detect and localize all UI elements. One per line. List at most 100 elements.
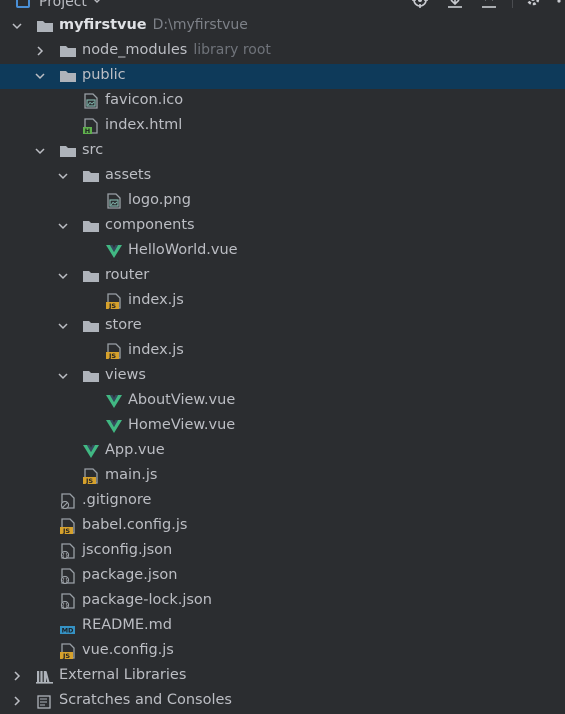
scratches-icon xyxy=(37,695,51,709)
svg-text:JS: JS xyxy=(108,352,116,359)
more-options-icon[interactable] xyxy=(553,0,565,12)
tree-node[interactable]: src xyxy=(0,139,565,164)
svg-text:JS: JS xyxy=(62,527,70,534)
tree-node-name: node_modules xyxy=(82,42,188,58)
tree-node[interactable]: assets xyxy=(0,164,565,189)
expand-all-icon[interactable] xyxy=(445,0,465,12)
chevron-down-icon[interactable] xyxy=(57,320,69,332)
tree-node[interactable]: components xyxy=(0,214,565,239)
chevron-down-icon[interactable] xyxy=(57,370,69,382)
tree-node-name: components xyxy=(105,217,195,233)
tree-node[interactable]: JS index.js xyxy=(0,339,565,364)
tree-node-name: README.md xyxy=(82,617,172,633)
tree-node-name: External Libraries xyxy=(59,667,187,683)
chevron-down-icon[interactable] xyxy=(11,20,23,32)
tree-node-name: .gitignore xyxy=(82,492,152,508)
tree-node-label: router xyxy=(105,267,149,283)
tree-node[interactable]: JS vue.config.js xyxy=(0,639,565,664)
tree-node[interactable]: AboutView.vue xyxy=(0,389,565,414)
svg-text:{}: {} xyxy=(62,603,69,609)
tree-node[interactable]: {}package.json xyxy=(0,564,565,589)
image-file-icon xyxy=(107,193,121,209)
tree-node-label: public xyxy=(82,67,126,83)
tree-node-label: babel.config.js xyxy=(82,517,187,533)
tree-node[interactable]: JS babel.config.js xyxy=(0,514,565,539)
js-file-icon: JS xyxy=(106,293,121,309)
tree-node-label: vue.config.js xyxy=(82,642,174,658)
tree-node-label: README.md xyxy=(82,617,172,633)
svg-text:JS: JS xyxy=(108,302,116,309)
tree-node[interactable]: myfirstvue D:\myfirstvue xyxy=(0,14,565,39)
js-file-icon: JS xyxy=(83,468,98,484)
gitignore-file-icon xyxy=(60,493,75,509)
tree-node[interactable]: App.vue xyxy=(0,439,565,464)
project-tool-window-header: Project xyxy=(0,0,565,16)
tree-node-name: Scratches and Consoles xyxy=(59,692,232,708)
tree-node-name: main.js xyxy=(105,467,158,483)
chevron-right-icon[interactable] xyxy=(11,695,23,707)
tree-node-label: logo.png xyxy=(128,192,191,208)
tree-node-label: index.js xyxy=(128,342,184,358)
tree-node[interactable]: views xyxy=(0,364,565,389)
chevron-down-icon[interactable] xyxy=(57,170,69,182)
tree-node-label: Scratches and Consoles xyxy=(59,692,232,708)
js-file-icon: JS xyxy=(106,343,121,359)
js-file-icon: JS xyxy=(60,643,75,659)
gear-icon[interactable] xyxy=(523,0,543,12)
tree-node-label: HomeView.vue xyxy=(128,417,235,433)
tree-node-hint: library root xyxy=(193,42,271,58)
tree-node[interactable]: HelloWorld.vue xyxy=(0,239,565,264)
vue-file-icon xyxy=(83,445,99,458)
tree-node-name: AboutView.vue xyxy=(128,392,236,408)
json-file-icon: {} xyxy=(60,593,75,609)
tree-node-name: vue.config.js xyxy=(82,642,174,658)
tree-node-name: package.json xyxy=(82,567,178,583)
tree-node[interactable]: node_modules library root xyxy=(0,39,565,64)
image-file-icon xyxy=(84,93,98,109)
tree-node-name: favicon.ico xyxy=(105,92,184,108)
folder-icon xyxy=(60,46,76,57)
folder-icon xyxy=(60,71,76,82)
folder-icon xyxy=(83,321,99,332)
tree-node[interactable]: public xyxy=(0,64,565,89)
chevron-down-icon[interactable] xyxy=(57,270,69,282)
svg-text:{}: {} xyxy=(62,553,69,559)
tree-node-name: App.vue xyxy=(105,442,165,458)
project-view-title[interactable]: Project xyxy=(39,0,87,10)
chevron-right-icon[interactable] xyxy=(34,45,46,57)
collapse-all-icon[interactable] xyxy=(479,0,499,12)
folder-icon xyxy=(83,171,99,182)
locate-crosshair-icon[interactable] xyxy=(410,0,430,12)
chevron-right-icon[interactable] xyxy=(11,670,23,682)
tree-node-label: HelloWorld.vue xyxy=(128,242,238,258)
tree-node[interactable]: Scratches and Consoles xyxy=(0,689,565,714)
tree-node-label: AboutView.vue xyxy=(128,392,235,408)
tree-node[interactable]: store xyxy=(0,314,565,339)
tree-node[interactable]: {}package-lock.json xyxy=(0,589,565,614)
tree-node-label: components xyxy=(105,217,195,233)
tree-node[interactable]: HomeView.vue xyxy=(0,414,565,439)
tree-node-name: router xyxy=(105,267,150,283)
folder-icon xyxy=(83,271,99,282)
tree-node[interactable]: External Libraries xyxy=(0,664,565,689)
tree-node[interactable]: JS main.js xyxy=(0,464,565,489)
tree-node-name: myfirstvue xyxy=(59,17,147,33)
chevron-down-icon[interactable] xyxy=(93,0,101,5)
tree-node-hint: D:\myfirstvue xyxy=(152,17,248,33)
tree-node-label: src xyxy=(82,142,103,158)
chevron-down-icon[interactable] xyxy=(34,70,46,82)
chevron-down-icon[interactable] xyxy=(34,145,46,157)
header-separator xyxy=(512,0,513,8)
tree-node[interactable]: {} jsconfig.json xyxy=(0,539,565,564)
tree-node[interactable]: favicon.ico xyxy=(0,89,565,114)
tree-node-name: jsconfig.json xyxy=(82,542,173,558)
tree-node[interactable]: router xyxy=(0,264,565,289)
tree-node-name: store xyxy=(105,317,142,333)
tree-node[interactable]: logo.png xyxy=(0,189,565,214)
chevron-down-icon[interactable] xyxy=(57,220,69,232)
libraries-icon xyxy=(36,671,53,684)
tree-node[interactable]: .gitignore xyxy=(0,489,565,514)
